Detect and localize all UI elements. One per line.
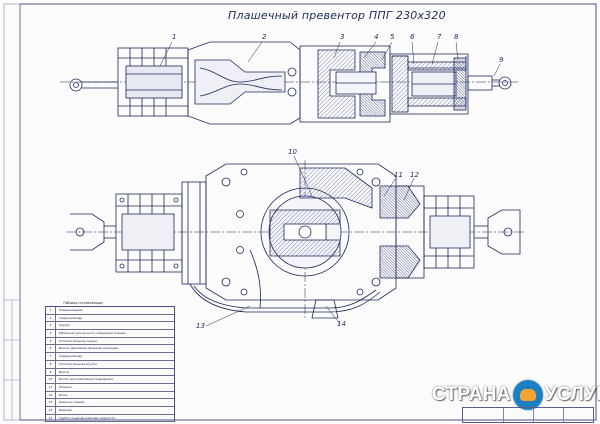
legend-row-text: Гидроцилиндр	[59, 315, 83, 320]
title-block	[462, 407, 594, 423]
legend-row-text: Уплотнительная втулка	[59, 361, 97, 366]
legend-row-text: Плашки	[59, 384, 72, 389]
legend-row-text: Трубка подвода рабочей жидкости	[59, 415, 115, 420]
legend-row-number: 5	[46, 337, 56, 345]
legend-row-text: Шток	[59, 392, 68, 397]
legend-row-number: 13	[46, 399, 56, 406]
bottom-callout-leaders	[205, 155, 415, 327]
legend-row-text: Винты крепления фланцев цилиндра	[59, 346, 119, 351]
legend-row-number: 11	[46, 383, 56, 391]
legend-row-number: 1	[46, 307, 56, 314]
legend-row-text: Уплотнительное кольцо	[59, 338, 98, 343]
handshake-icon	[512, 380, 543, 410]
callout-14: 14	[337, 320, 346, 328]
top-section-view	[60, 41, 520, 125]
legend-row-number: 15	[46, 414, 56, 422]
legend-row-number: 9	[46, 368, 56, 376]
legend-row-number: 8	[46, 360, 56, 368]
watermark-brand: СТРАНА УСЛУГ	[432, 380, 600, 410]
callout-10: 10	[288, 148, 297, 156]
callout-13: 13	[196, 322, 205, 330]
callout-1: 1	[172, 33, 177, 41]
legend-title: Таблица составляющих	[63, 301, 103, 305]
top-callout-leaders	[159, 41, 501, 77]
legend-row-number: 4	[46, 330, 56, 337]
legend-row-text: Винты	[59, 369, 70, 374]
legend-row-number: 10	[46, 376, 56, 383]
legend-row-number: 6	[46, 345, 56, 353]
legend-row-number: 12	[46, 391, 56, 399]
callout-5: 5	[390, 33, 395, 41]
legend-row-number: 3	[46, 322, 56, 330]
callout-9: 9	[499, 56, 504, 64]
legend-row-text: Гидроцилиндр	[59, 354, 83, 359]
callout-2: 2	[262, 33, 267, 41]
legend-row-text: Крышка плашек	[59, 400, 85, 405]
callout-6: 6	[410, 33, 415, 41]
brand-left-text: СТРАНА	[432, 384, 511, 405]
brand-right-text: УСЛУГ	[544, 384, 600, 405]
legend-row-text: Корпус	[59, 323, 71, 328]
drawing-title: Плашечный превентор ППГ 230x320	[228, 9, 446, 22]
legend-row-text: Шарнир	[59, 407, 72, 412]
callout-12: 12	[410, 171, 419, 179]
callout-8: 8	[454, 33, 459, 41]
callout-3: 3	[340, 33, 345, 41]
legend-row-text: Наименование	[59, 308, 83, 312]
legend-row-text: Механизм для ручного запирания плашек	[59, 331, 127, 336]
bottom-view	[66, 160, 525, 320]
legend-row-number: 2	[46, 314, 56, 322]
legend-row-number: 14	[46, 406, 56, 414]
legend-row-text: Болты для крепления гидравлики	[59, 377, 114, 382]
callout-7: 7	[437, 33, 442, 41]
legend-row-number: 7	[46, 353, 56, 360]
callout-11: 11	[394, 171, 403, 179]
callout-4: 4	[374, 33, 379, 41]
